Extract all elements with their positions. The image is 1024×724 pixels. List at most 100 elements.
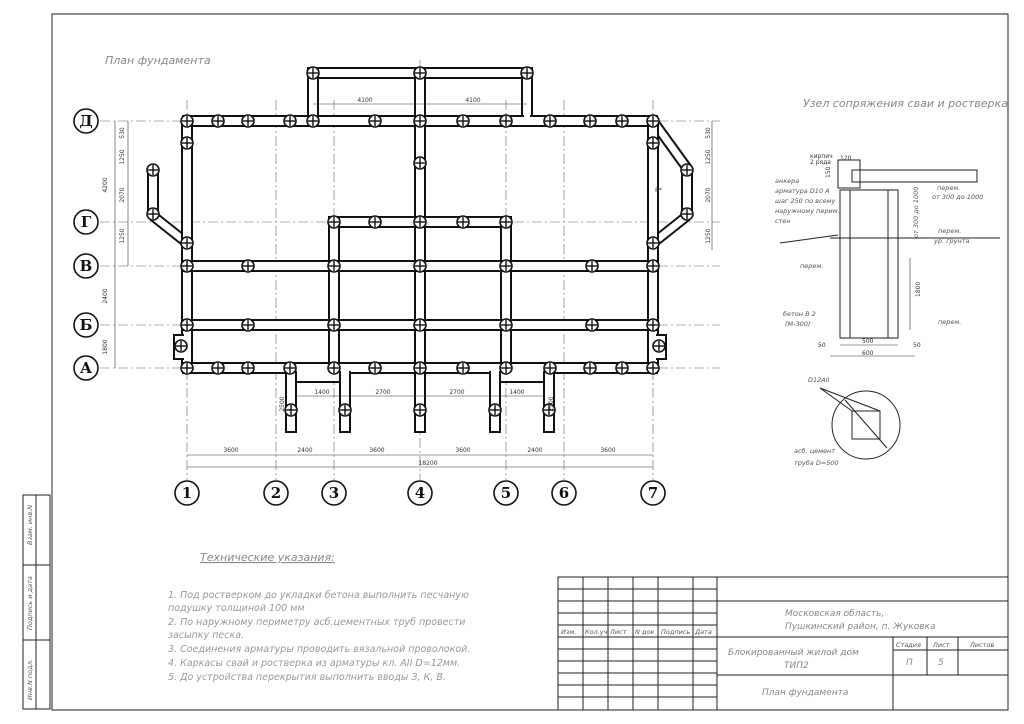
svg-text:2: 2 [271,484,281,502]
svg-text:Листов: Листов [969,641,994,649]
svg-text:асб. цемент: асб. цемент [794,447,835,455]
svg-text:2400: 2400 [527,447,542,454]
svg-text:7: 7 [648,484,658,502]
row-bubble-a: А [73,355,99,381]
svg-text:4100: 4100 [357,97,372,104]
svg-text:50: 50 [913,342,921,349]
svg-text:2070: 2070 [119,187,126,202]
svg-text:Изм.: Изм. [561,628,576,636]
svg-text:Кол.уч: Кол.уч [585,628,608,636]
svg-text:600: 600 [862,350,874,357]
title-block: Изм. Кол.уч Лист N док Подпись Дата Моск… [557,576,1009,711]
svg-text:2500: 2500 [548,396,555,411]
svg-text:D12AII: D12AII [808,376,830,384]
svg-text:засыпку песка.: засыпку песка. [168,630,244,641]
col-bubble-3: 3 [321,480,347,506]
pile-symbol [284,403,298,417]
pile-symbol [368,114,382,128]
svg-text:5: 5 [501,484,511,502]
svg-text:1400: 1400 [314,389,329,396]
svg-text:перем.: перем. [938,227,961,235]
svg-text:стен: стен [775,217,791,225]
svg-text:2400: 2400 [297,447,312,454]
svg-text:1800: 1800 [915,282,922,297]
svg-text:2400: 2400 [102,288,109,303]
pile-symbol [241,259,255,273]
sheet-frame [51,13,1009,711]
pile-symbol [241,114,255,128]
pile-symbol [520,66,534,80]
row-bubble-d: Д [73,108,99,134]
pile-symbol [327,259,341,273]
svg-text:1250: 1250 [119,149,126,164]
node-detail: кирпич 2 ряда 120 150 анкера арматура D1… [775,153,1000,467]
svg-text:(М-300): (М-300) [785,320,810,328]
svg-text:2700: 2700 [375,389,390,396]
plan-title: План фундамента [105,54,211,67]
pile-symbol [456,215,470,229]
pile-symbol [338,403,352,417]
svg-text:5. До устройства перекрытия вы: 5. До устройства перекрытия выполнить вв… [168,672,446,683]
pile-symbol [499,215,513,229]
stamp-stage: П [906,658,913,668]
pile-symbol [174,339,188,353]
stamp-project-2: ТИП2 [784,661,809,671]
pile-symbol [680,207,694,221]
pile-symbol [646,318,660,332]
svg-text:Г: Г [81,213,92,231]
pile-symbol [306,66,320,80]
svg-text:3600: 3600 [455,447,470,454]
svg-text:кирпич: кирпич [810,153,833,160]
col-bubble-1: 1 [174,480,200,506]
svg-text:подушку толщиной 100 мм: подушку толщиной 100 мм [168,603,305,614]
stamp-project-1: Блокированный жилой дом [728,648,859,658]
svg-text:120: 120 [840,155,852,162]
pile-symbol [180,114,194,128]
pile-symbol [499,361,513,375]
pile-symbol [368,361,382,375]
pile-symbol [180,361,194,375]
pile-symbol [583,361,597,375]
pile-symbol [615,114,629,128]
side-label-2: Подпись и дата [26,576,34,630]
pile-symbol [413,361,427,375]
pile-symbol [180,136,194,150]
svg-text:4200: 4200 [102,177,109,192]
pile-symbol [413,156,427,170]
col-bubble-7: 7 [640,480,666,506]
stamp-location-2: Пушкинский район, п. Жуковка [785,622,935,632]
pile-symbol [585,318,599,332]
svg-text:1400: 1400 [509,389,524,396]
svg-text:Подпись: Подпись [661,628,690,636]
svg-text:2 ряда: 2 ряда [810,159,831,166]
svg-text:арматура D10 А: арматура D10 А [775,187,830,195]
svg-text:500: 500 [862,338,874,345]
svg-text:перем.: перем. [938,318,961,326]
svg-text:530: 530 [119,127,126,139]
pile-symbol [180,236,194,250]
node-title: Узел сопряжения сваи и ростверка [803,97,1008,110]
pile-symbol [283,361,297,375]
svg-text:от 300 до 1000: от 300 до 1000 [912,187,920,238]
pile-symbol [488,403,502,417]
pile-symbol [306,114,320,128]
pile-symbol [211,361,225,375]
svg-text:150: 150 [825,166,832,178]
col-bubble-2: 2 [263,480,289,506]
svg-text:2070: 2070 [705,187,712,202]
pile-symbol [456,361,470,375]
svg-text:6: 6 [559,484,569,502]
side-label-1: Взам. инв.N [26,505,34,545]
svg-text:4. Каркасы свай и ростверка из: 4. Каркасы свай и ростверка из арматуры … [168,658,460,669]
pile-symbol [583,114,597,128]
stamp-sheet-name: План фундамента [762,688,848,698]
svg-text:3. Соединения арматуры проводи: 3. Соединения арматуры проводить вязальн… [168,644,470,655]
col-bubbles: 1 2 3 4 5 6 7 [174,480,666,506]
svg-text:В: В [80,257,93,275]
pile-symbol [646,114,660,128]
svg-text:2500: 2500 [279,396,286,411]
dimensions: 4100 4100 4200 2400 1800 530 1250 2070 1… [102,97,713,468]
pile-symbol [146,163,160,177]
pile-symbol [368,215,382,229]
